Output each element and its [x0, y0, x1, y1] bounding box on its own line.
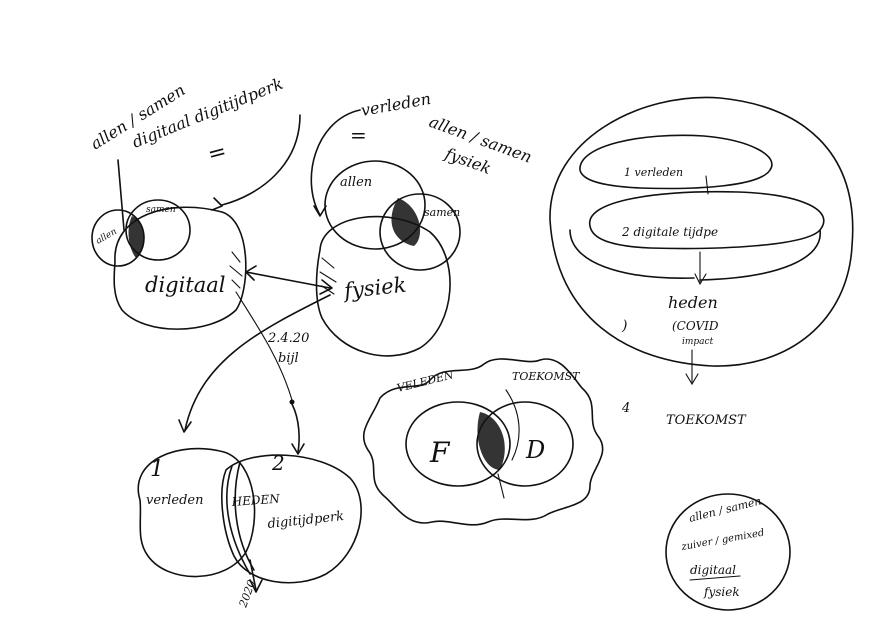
venn-intersection-allen-samen	[391, 198, 421, 246]
legend-fysiek: fysiek	[703, 585, 740, 599]
cloud-down-arrow	[497, 473, 505, 499]
label-covid: (COVID	[672, 319, 719, 333]
heden-cluster: 1 verleden 2 digitijdperk HEDEN 2020	[137, 447, 362, 610]
hatch-fysiek-edge	[319, 257, 337, 295]
double-arrow-head-left	[245, 265, 257, 281]
arrow-digitaal-curve	[221, 114, 301, 206]
loop-digitale-tijdperk	[589, 190, 825, 250]
loop-return-line	[569, 229, 695, 279]
circle-F	[405, 401, 511, 487]
label-cloud-verleden: VELEDEN	[396, 368, 456, 395]
connector-dot	[289, 399, 295, 405]
circle-fysiek	[315, 215, 451, 357]
label-impact: impact	[682, 337, 714, 347]
fysiek-cluster: verleden allen / samen fysiek = allen sa…	[310, 89, 534, 357]
label-1: 1 verleden	[624, 166, 683, 179]
cloud-cluster: F D VELEDEN TOEKOMST	[362, 358, 604, 526]
cloud-outline	[362, 358, 604, 526]
legend-outline	[665, 493, 791, 611]
heden-overlap-stroke-2	[234, 461, 255, 571]
label-bottom-verleden: verleden	[146, 493, 204, 508]
connector-digitaal-down	[235, 291, 293, 401]
circle-digitaal	[113, 206, 247, 330]
label-toekomst: TOEKOMST	[666, 413, 747, 428]
label-bottom-1: 1	[150, 457, 164, 482]
double-arrow-head-right	[319, 279, 333, 295]
label-date: 2.4.20	[267, 331, 309, 346]
arrow-head-to-2020	[249, 579, 263, 593]
arrow-head-to-toekomst	[685, 373, 699, 386]
arrow-head-verleden	[313, 205, 327, 217]
label-bijl: bijl	[278, 351, 299, 366]
small-label-allen: allen	[95, 227, 119, 247]
equals-sign-1: =	[205, 139, 229, 168]
loop-return-line-right	[699, 229, 821, 281]
hatch-digitaal-edge	[229, 251, 243, 289]
arrow-verleden-curve	[310, 109, 361, 216]
digitaal-cluster: allen / samen digitaal digitijdperk = al…	[87, 74, 301, 330]
legend-underline	[689, 575, 741, 581]
label-cloud-toekomst: TOEKOMST	[512, 370, 581, 383]
legend-circle: allen / samen zuiver / gemixed digitaal …	[665, 493, 791, 611]
arrow-fysiek-to-verleden	[184, 294, 331, 431]
cloud-venn-intersection	[477, 412, 505, 470]
loop-verleden	[579, 134, 773, 190]
label-roman-4: 4	[621, 401, 630, 416]
label-2020: 2020	[236, 578, 258, 610]
arrow-to-2020	[249, 559, 257, 591]
label-roman-1: )	[621, 318, 627, 334]
label-bottom-2: 2	[271, 451, 285, 475]
timeline-cluster: 1 verleden 2 digitale tijdpe heden (COVI…	[549, 96, 854, 428]
legend-zuiver-gemixed: zuiver / gemixed	[680, 528, 766, 554]
cloud-inner-line	[505, 389, 520, 461]
label-bottom-digitijdperk: digitijdperk	[267, 509, 345, 532]
legend-allen-samen: allen / samen	[688, 494, 763, 525]
label-digitaal: digitaal	[145, 273, 226, 297]
arrow-head-to-digitijdperk	[291, 443, 305, 455]
pointer-line-1	[117, 159, 125, 231]
label-fysiek: fysiek	[341, 273, 407, 304]
circle-digitijdperk	[221, 454, 362, 584]
arrow-head-to-heden	[694, 273, 707, 286]
equals-sign-2: =	[350, 123, 367, 147]
label-D: D	[525, 436, 545, 464]
circle-samen	[379, 193, 461, 271]
small-circle-allen	[91, 209, 145, 267]
label-verleden: verleden	[359, 89, 432, 120]
label-heden: heden	[668, 293, 718, 312]
circle-D	[476, 401, 574, 487]
arrow-1-to-2	[705, 175, 709, 195]
arrow-head-digitaal	[211, 197, 223, 211]
label-bottom-heden: HEDEN	[230, 492, 280, 509]
label-allen: allen	[340, 175, 372, 190]
circle-verleden	[137, 447, 256, 578]
label-F: F	[429, 436, 451, 469]
legend-digitaal: digitaal	[690, 563, 736, 577]
label-2: 2 digitale tijdpe	[621, 225, 718, 239]
circle-timeline	[549, 96, 854, 367]
small-venn-intersection	[128, 216, 144, 258]
heden-overlap-stroke-1	[226, 465, 251, 575]
label-samen: samen	[424, 206, 460, 219]
arrow-to-digitijdperk	[291, 403, 300, 453]
arrow-head-to-verleden	[178, 419, 192, 433]
circle-allen	[324, 160, 426, 250]
